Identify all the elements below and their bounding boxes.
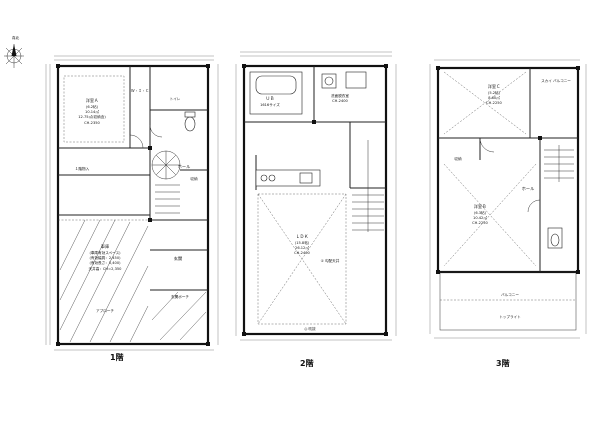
room-approach: アプローチ [96,308,114,313]
floor-3-plan: 洋室Ｃ (5.2帖) 8.60㎡ CH-2250 スカイ バルコニー 収納 ホー… [429,59,587,368]
room-western-b-area2: 10.42㎡ [473,215,487,220]
room-western-a-area1: (6.2帖) [86,104,99,109]
compass-label: 真北 [12,35,20,40]
room-ldk-note: CH-2400 [294,251,310,255]
room-storage-1f: 収納 [190,176,198,181]
room-garage-line1: (車庫有効スペース) [89,250,121,255]
floor-3-label: 3階 [496,358,510,368]
room-hall-3f: ホール [522,186,535,191]
room-wic: Ｗ・Ｉ・Ｃ [131,89,149,93]
room-western-c-name: 洋室Ｃ [488,83,501,90]
balcony-outline [439,271,577,331]
room-toilet: トイレ [170,97,181,101]
room-closet-1f: １階物入 [75,166,90,171]
stairs-1f [151,150,181,214]
room-garage-line2: (有効幅員：2,450) [89,255,121,260]
room-ub: ＵＢ [266,96,274,101]
room-garage-line3: (有効長さ：5,400) [89,260,121,265]
room-sky-balcony: スカイ バルコニー [541,78,571,83]
room-western-c-note: CH-2250 [486,101,502,105]
room-western-a-area2: 10.14㎡ [85,109,99,114]
room-garage-name: 車庫 [101,243,109,250]
room-washroom-name: 洗面脱衣室 [331,93,349,98]
room-western-b-name: 洋室Ｂ [474,203,487,210]
room-western-a-area3: 12.75㎡(収納含) [78,114,106,119]
room-storage-3f: 収納 [454,156,462,161]
room-western-b-area1: (6.3帖) [474,210,487,215]
room-washroom-note: CH-2400 [332,99,348,103]
room-ub-sub: 1616サイズ [260,102,280,107]
room-hall-1f: ホール [178,164,191,169]
floor-2-label: 2階 [300,358,314,368]
toilet-fixture [184,116,196,132]
room-ceiling-note: ① 勾配天井 [321,258,340,263]
room-balcony-3f: バルコニー [501,293,519,297]
room-skylight: トップライト [499,314,521,319]
room-porch: 玄関ポーチ [171,294,189,299]
north-arrow-icon [11,44,17,56]
room-western-a-name: 洋室Ａ [86,97,99,104]
floor-1-label: 1階 [110,352,124,362]
room-garage-note: 天井高：CH=2,350 [89,266,123,271]
stairs-3f [544,145,574,182]
stairs-2f [352,140,384,232]
room-entrance: 玄関 [174,255,182,262]
room-western-a-note: CH-2350 [84,121,100,125]
floor-2-plan: ＵＢ 1616サイズ 洗面脱衣室 CH-2400 ＬＤＫ (15.8帖) 26.… [235,51,397,368]
room-void-mark: ◎ 吹抜 [304,326,316,331]
compass: 真北 [4,35,24,68]
room-ldk-area1: (15.8帖) [295,240,310,245]
room-western-c-area1: (5.2帖) [488,90,501,95]
room-ldk-area2: 26.12㎡ [295,245,309,250]
room-western-c-area2: 8.60㎡ [488,95,500,100]
floor-1-plan: 洋室Ａ (6.2帖) 10.14㎡ 12.75㎡(収納含) CH-2350 Ｗ・… [45,55,219,362]
room-western-b-note: CH-2250 [472,221,488,225]
garage-hatch [59,219,149,343]
room-ldk-name: ＬＤＫ [296,234,309,239]
